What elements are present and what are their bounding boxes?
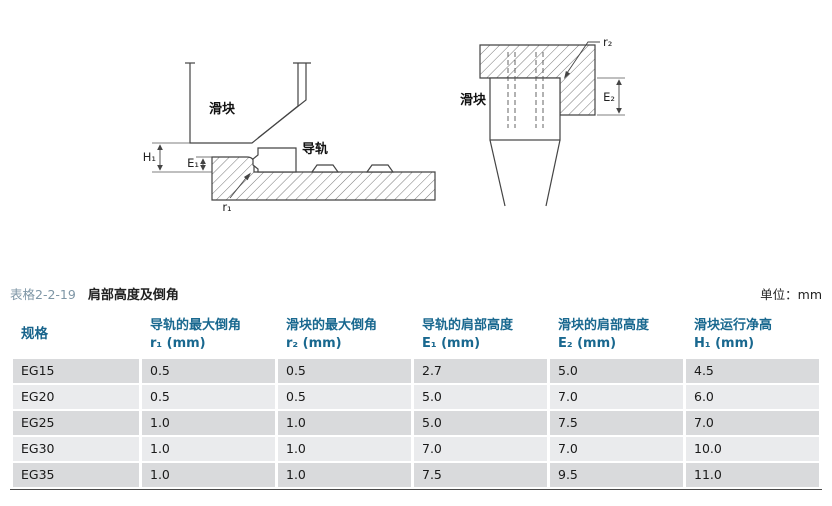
left-slider-label: 滑块 bbox=[209, 101, 236, 117]
cell-e2: 5.0 bbox=[550, 359, 683, 383]
cell-h1: 4.5 bbox=[686, 359, 819, 383]
cell-h1: 10.0 bbox=[686, 437, 819, 461]
cell-r2: 1.0 bbox=[278, 463, 411, 487]
header-main: 滑块的最大倒角 bbox=[286, 318, 378, 333]
header-sub: E₂ (mm) bbox=[558, 336, 617, 351]
cell-e1: 5.0 bbox=[414, 411, 547, 435]
cell-r2: 1.0 bbox=[278, 411, 411, 435]
header-rail-chamfer: 导轨的最大倒角 r₁ (mm) bbox=[142, 313, 275, 357]
e1-dim-label: E₁ bbox=[187, 156, 199, 170]
e2-dim-label: E₂ bbox=[603, 90, 615, 104]
table-title: 肩部高度及倒角 bbox=[87, 288, 179, 303]
cell-e1: 7.0 bbox=[414, 437, 547, 461]
cell-h1: 11.0 bbox=[686, 463, 819, 487]
table-row: EG25 1.0 1.0 5.0 7.5 7.0 bbox=[13, 411, 819, 435]
spec-table: 规格 导轨的最大倒角 r₁ (mm) 滑块的最大倒角 r₂ (mm) 导轨的肩部… bbox=[10, 311, 822, 490]
cell-h1: 7.0 bbox=[686, 411, 819, 435]
cell-e2: 7.0 bbox=[550, 385, 683, 409]
slider-body bbox=[489, 77, 561, 141]
table-row: EG35 1.0 1.0 7.5 9.5 11.0 bbox=[13, 463, 819, 487]
header-main: 导轨的肩部高度 bbox=[422, 318, 514, 333]
unit-label: 单位：mm bbox=[760, 287, 822, 302]
header-slider-chamfer: 滑块的最大倒角 r₂ (mm) bbox=[278, 313, 411, 357]
cell-e1: 2.7 bbox=[414, 359, 547, 383]
table-header-row: 规格 导轨的最大倒角 r₁ (mm) 滑块的最大倒角 r₂ (mm) 导轨的肩部… bbox=[13, 313, 819, 357]
left-figure: 滑块 导轨 H₁ E₁ r₁ bbox=[143, 62, 436, 214]
right-slider-label: 滑块 bbox=[460, 92, 487, 108]
table-row: EG20 0.5 0.5 5.0 7.0 6.0 bbox=[13, 385, 819, 409]
slider-inner-outline bbox=[257, 63, 307, 139]
rail-label: 导轨 bbox=[302, 141, 328, 157]
cell-r1: 0.5 bbox=[142, 359, 275, 383]
right-figure: 滑块 r₂ E₂ bbox=[460, 35, 625, 207]
header-main: 滑块运行净高 bbox=[694, 318, 773, 333]
spec-table-wrap: 规格 导轨的最大倒角 r₁ (mm) 滑块的最大倒角 r₂ (mm) 导轨的肩部… bbox=[10, 311, 822, 490]
cell-spec: EG25 bbox=[13, 411, 139, 435]
cell-r1: 1.0 bbox=[142, 411, 275, 435]
table-row: EG15 0.5 0.5 2.7 5.0 4.5 bbox=[13, 359, 819, 383]
cell-e1: 5.0 bbox=[414, 385, 547, 409]
table-title-bar: 表格2-2-19 肩部高度及倒角 单位：mm bbox=[10, 284, 822, 303]
r1-leader-line bbox=[229, 177, 247, 199]
cell-e2: 7.5 bbox=[550, 411, 683, 435]
cell-r2: 0.5 bbox=[278, 359, 411, 383]
cell-h1: 6.0 bbox=[686, 385, 819, 409]
header-main: 滑块的肩部高度 bbox=[558, 318, 650, 333]
header-rail-shoulder: 导轨的肩部高度 E₁ (mm) bbox=[414, 313, 547, 357]
table-number: 表格2-2-19 bbox=[10, 287, 76, 302]
base-bump bbox=[365, 164, 395, 173]
cell-e2: 7.0 bbox=[550, 437, 683, 461]
r1-arrowhead bbox=[243, 172, 251, 181]
cell-r2: 1.0 bbox=[278, 437, 411, 461]
technical-diagram: 滑块 导轨 H₁ E₁ r₁ bbox=[143, 35, 625, 214]
h1-dim-label: H₁ bbox=[143, 150, 156, 164]
header-sub: E₁ (mm) bbox=[422, 336, 481, 351]
r2-arrowhead bbox=[564, 71, 571, 79]
header-sub: H₁ (mm) bbox=[694, 336, 755, 351]
cell-spec: EG30 bbox=[13, 437, 139, 461]
rail-cross-section bbox=[252, 147, 297, 173]
header-main: 规格 bbox=[21, 326, 48, 342]
slider-lower-profile bbox=[545, 139, 561, 207]
r2-leader-line bbox=[566, 41, 600, 74]
header-sub: r₂ (mm) bbox=[286, 336, 342, 351]
header-sub: r₁ (mm) bbox=[150, 336, 206, 351]
header-main: 导轨的最大倒角 bbox=[150, 318, 242, 333]
cell-spec: EG20 bbox=[13, 385, 139, 409]
cell-spec: EG15 bbox=[13, 359, 139, 383]
cell-spec: EG35 bbox=[13, 463, 139, 487]
cell-e2: 9.5 bbox=[550, 463, 683, 487]
header-slider-shoulder: 滑块的肩部高度 E₂ (mm) bbox=[550, 313, 683, 357]
table-row: EG30 1.0 1.0 7.0 7.0 10.0 bbox=[13, 437, 819, 461]
r1-dim-label: r₁ bbox=[222, 200, 231, 214]
cell-r2: 0.5 bbox=[278, 385, 411, 409]
r2-dim-label: r₂ bbox=[603, 35, 612, 49]
header-clearance: 滑块运行净高 H₁ (mm) bbox=[686, 313, 819, 357]
slider-outline bbox=[189, 63, 299, 144]
base-bump bbox=[310, 164, 340, 173]
slider-lower-profile bbox=[489, 139, 506, 207]
cell-r1: 1.0 bbox=[142, 437, 275, 461]
cell-e1: 7.5 bbox=[414, 463, 547, 487]
header-spec: 规格 bbox=[13, 313, 139, 357]
cell-r1: 1.0 bbox=[142, 463, 275, 487]
cell-r1: 0.5 bbox=[142, 385, 275, 409]
